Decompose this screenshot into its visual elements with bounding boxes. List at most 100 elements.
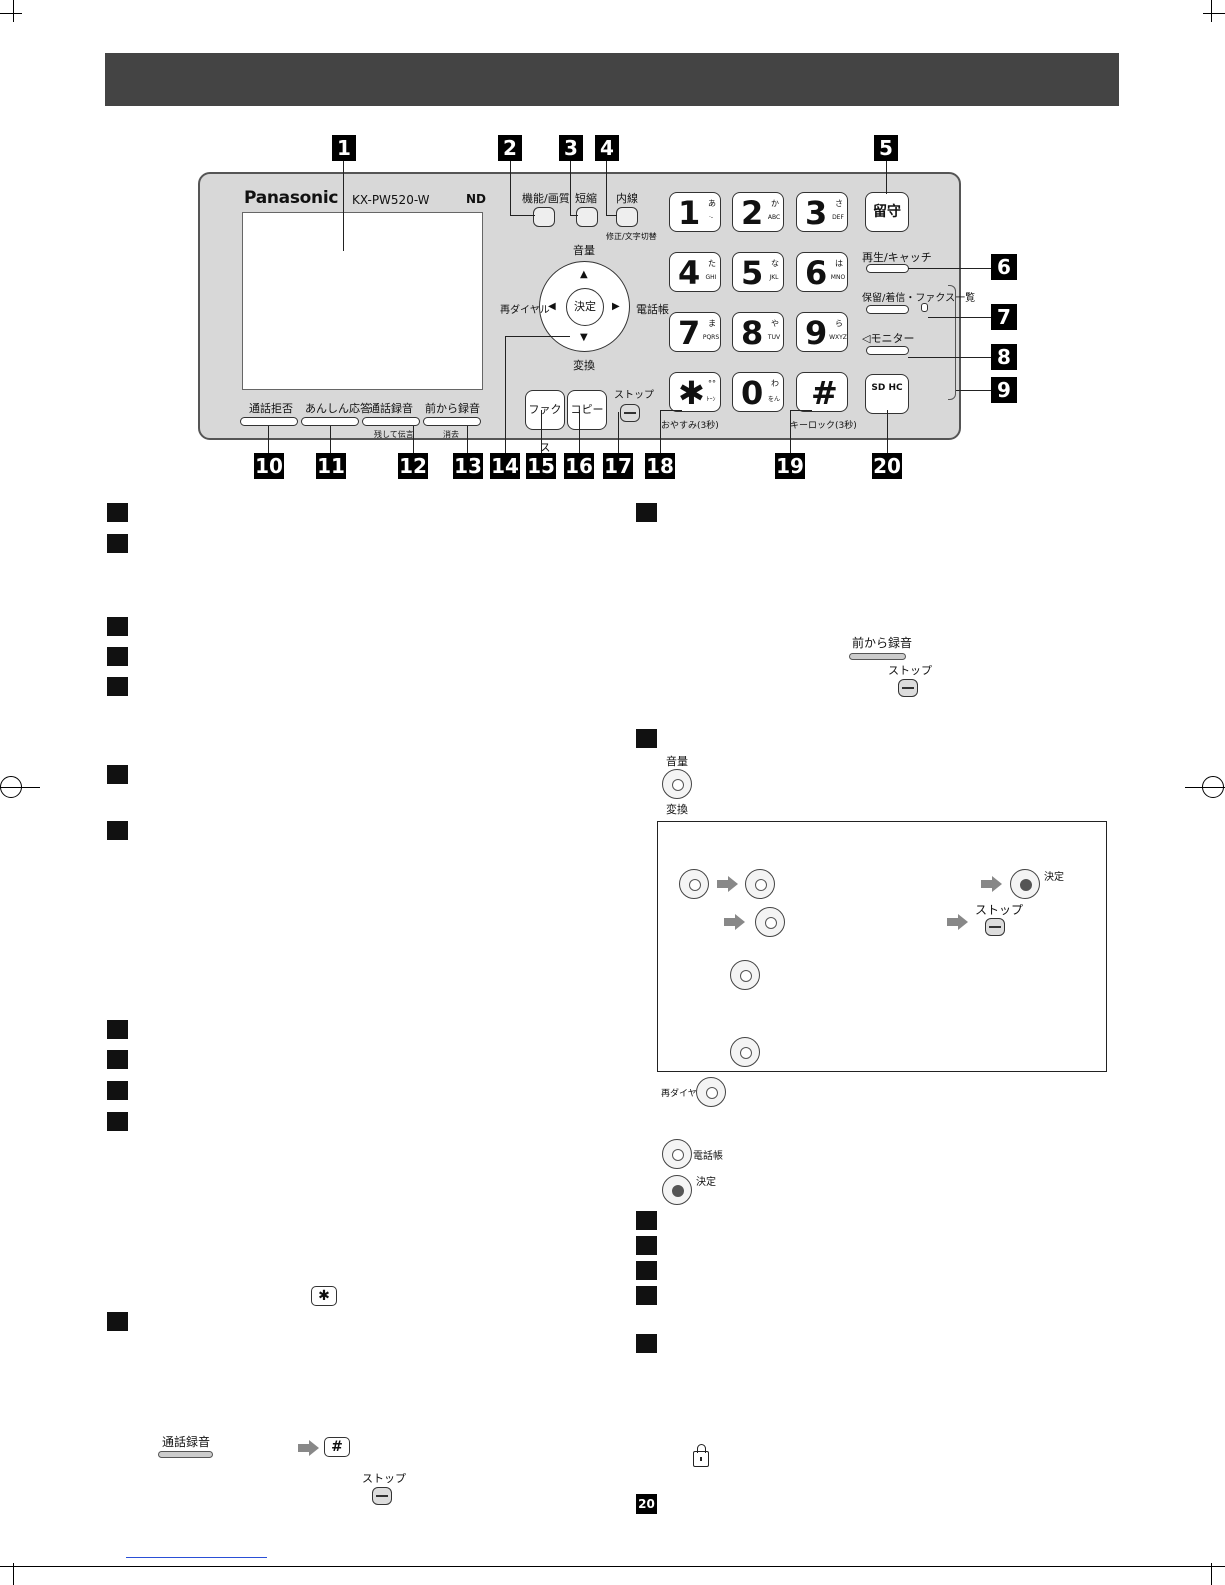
callout-13: 13 — [453, 453, 483, 479]
key-digit: 7 — [678, 314, 701, 352]
key-hash[interactable]: # — [796, 372, 848, 412]
playback-button[interactable] — [866, 264, 909, 273]
stop-label: ストップ — [614, 390, 654, 401]
left-arrow-icon: ◀ — [548, 301, 556, 312]
list-marker — [107, 1081, 128, 1100]
list-marker — [107, 821, 128, 840]
key-letters: WXYZ — [829, 334, 847, 341]
callout-20: 20 — [872, 453, 902, 479]
leader-line — [660, 410, 661, 453]
list-marker — [636, 503, 657, 522]
list-marker — [107, 677, 128, 696]
pre-record-sub-label: 消去 — [443, 430, 459, 439]
speed-dial-button[interactable] — [576, 207, 598, 227]
pre-record-button[interactable] — [423, 417, 481, 426]
monitor-button[interactable] — [866, 346, 909, 355]
callout-5: 5 — [874, 135, 898, 161]
list-marker — [636, 1261, 657, 1280]
key-kana: °° — [708, 379, 716, 388]
stop-icon — [898, 679, 918, 697]
convert-ref: 変換 — [666, 803, 688, 816]
key-letters: TUV — [767, 334, 781, 341]
leader-line — [886, 161, 887, 194]
anshin-button[interactable] — [301, 417, 359, 426]
list-marker-20: 20 — [636, 1494, 657, 1514]
link-underline — [126, 1557, 267, 1558]
key-kana: ら — [835, 319, 843, 328]
intercom-sub-label: 修正/文字切替 — [606, 232, 657, 241]
callout-15: 15 — [526, 453, 556, 479]
arrow-icon — [947, 918, 959, 926]
key-digit: 2 — [741, 194, 764, 232]
crop-mark — [0, 1566, 1225, 1567]
reject-button[interactable] — [240, 417, 298, 426]
list-marker — [636, 1211, 657, 1230]
leader-line — [467, 426, 468, 453]
reject-label: 通話拒否 — [249, 402, 293, 415]
model-number: KX-PW520-W — [352, 193, 430, 207]
phonebook-label: 電話帳 — [636, 303, 669, 316]
leader-line — [908, 268, 991, 269]
pre-record-ref: 前から録音 — [852, 636, 913, 650]
example-box — [657, 821, 1107, 1072]
key-letters: GHI — [705, 274, 717, 281]
key-star[interactable]: ✱°°ﾄｰﾝ — [669, 372, 721, 412]
arrow-icon — [981, 880, 993, 888]
key-letters: ·- — [708, 214, 714, 221]
hold-button[interactable] — [866, 305, 909, 314]
nd-mark: ND — [466, 192, 487, 206]
dpad-icon — [745, 869, 775, 899]
redial-ref: 再ダイヤル — [661, 1089, 706, 1099]
key-letters: をん — [767, 396, 780, 403]
leader-line — [510, 215, 535, 216]
oyasumi-label: おやすみ(3秒) — [661, 421, 719, 431]
crop-mark — [1211, 0, 1212, 22]
intercom-button[interactable] — [616, 207, 638, 227]
crop-mark — [1203, 13, 1225, 14]
callout-11: 11 — [316, 453, 346, 479]
key-digit: 1 — [678, 194, 701, 232]
record-button[interactable] — [362, 417, 420, 426]
list-marker — [107, 647, 128, 666]
key-kana: ま — [708, 319, 716, 328]
key-letters: JKL — [769, 274, 779, 281]
leader-line — [928, 317, 991, 318]
key-digit: 6 — [805, 254, 828, 292]
stop-button[interactable] — [620, 404, 640, 422]
leader-line — [510, 161, 511, 216]
fax-button[interactable]: ファクス — [525, 390, 565, 454]
registration-line — [0, 787, 40, 788]
leader-line — [541, 410, 542, 453]
leader-line — [413, 426, 414, 453]
dpad-decide-icon — [1010, 869, 1040, 899]
callout-6: 6 — [991, 254, 1017, 280]
key-letters: DEF — [832, 214, 844, 221]
arrow-icon — [735, 914, 745, 930]
function-button[interactable] — [533, 207, 555, 227]
key-digit: 4 — [678, 254, 701, 292]
arrow-icon — [958, 914, 968, 930]
crop-mark — [0, 13, 22, 14]
leader-line — [268, 426, 269, 453]
answering-button[interactable]: 留守 — [865, 192, 909, 232]
hash-key-icon: # — [324, 1437, 350, 1457]
callout-2: 2 — [498, 135, 522, 161]
leader-line — [790, 410, 791, 453]
list-marker — [107, 534, 128, 553]
callout-4: 4 — [595, 135, 619, 161]
stop-ref: ストップ — [362, 1472, 406, 1485]
indicator-lamp-icon — [921, 303, 928, 312]
list-marker — [636, 1334, 657, 1353]
copy-button[interactable]: コピー — [567, 390, 607, 430]
decide-button[interactable]: 決定 — [566, 288, 604, 326]
